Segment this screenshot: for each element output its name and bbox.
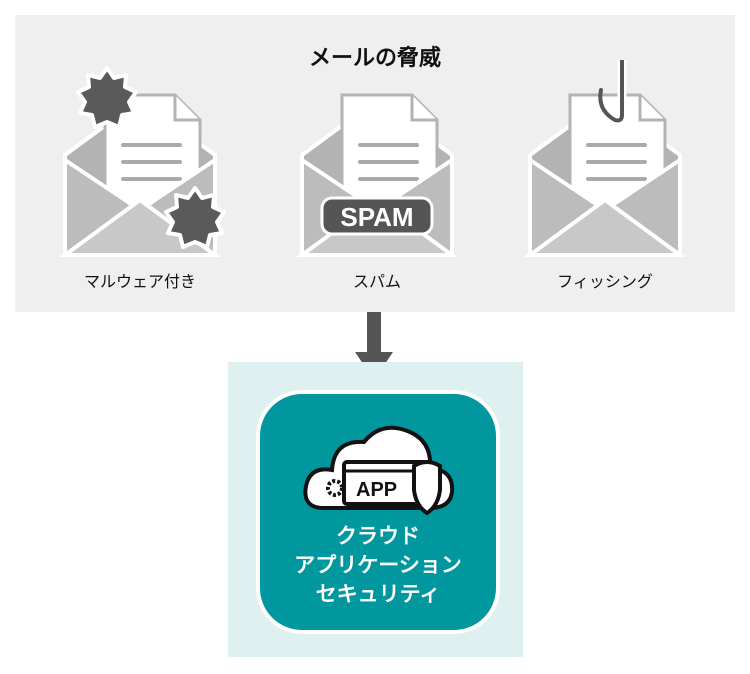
spam-envelope-icon: SPAM — [300, 93, 454, 257]
solution-line-2: アプリケーション — [294, 553, 462, 577]
spam-badge: SPAM — [340, 202, 413, 232]
threat-label-spam: スパム — [352, 272, 401, 291]
cloud-app-security-card: APP クラウド アプリケーション セキュリティ — [256, 390, 500, 634]
malware-envelope-icon — [63, 66, 226, 257]
solution-line-1: クラウド — [336, 524, 420, 548]
phishing-envelope-icon — [528, 60, 682, 257]
threat-label-malware: マルウェア付き — [83, 272, 196, 291]
app-label: APP — [356, 479, 397, 501]
solution-line-3: セキュリティ — [315, 582, 441, 606]
threat-label-phishing: フィッシング — [557, 272, 653, 291]
cloud-app-shield-icon: APP — [303, 425, 455, 516]
panel-title: メールの脅威 — [308, 46, 441, 71]
